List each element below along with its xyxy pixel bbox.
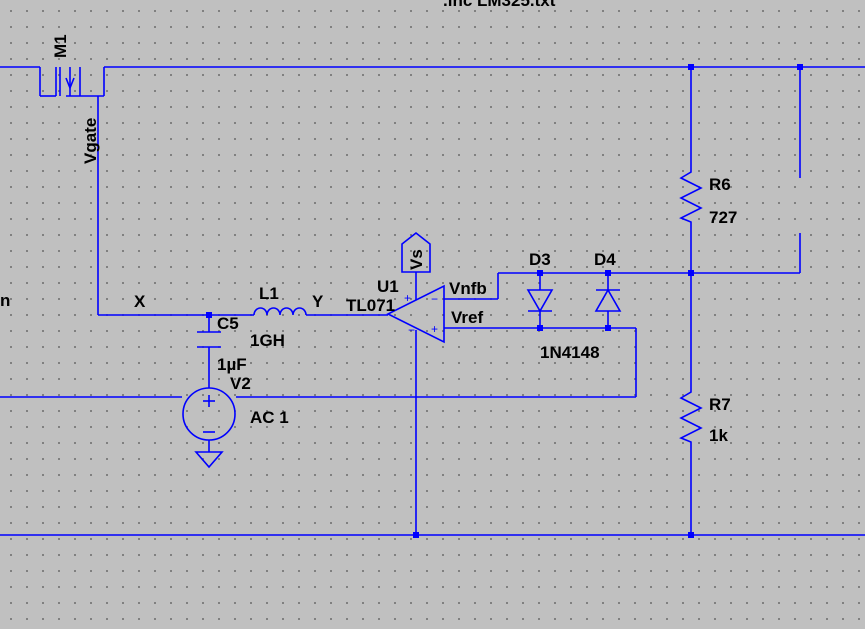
junction-dot bbox=[688, 532, 694, 538]
r6-ref: R6 bbox=[709, 175, 731, 194]
resistor-r7[interactable]: R7 1k bbox=[679, 388, 731, 448]
junction-dot bbox=[413, 532, 419, 538]
opamp-u1[interactable]: + − + − U1 TL071 bbox=[346, 277, 445, 344]
opamp-minus-top: − bbox=[431, 292, 438, 306]
net-label-vgate: Vgate bbox=[81, 118, 100, 164]
v2-ref: V2 bbox=[230, 374, 251, 393]
junction-dot bbox=[206, 312, 212, 318]
r7-value: 1k bbox=[709, 426, 728, 445]
diode-d4[interactable]: D4 bbox=[594, 250, 622, 312]
net-label-vref: Vref bbox=[451, 308, 483, 327]
l1-ref: L1 bbox=[259, 284, 279, 303]
r6-value: 727 bbox=[709, 208, 737, 227]
m1-ref: M1 bbox=[51, 34, 70, 58]
v2-value: AC 1 bbox=[250, 408, 289, 427]
opamp-plus-top: + bbox=[404, 291, 411, 305]
spice-directive[interactable]: .inc LM325.txt bbox=[443, 0, 556, 10]
net-label-vs: Vs bbox=[407, 249, 426, 270]
junction-dot bbox=[797, 64, 803, 70]
diode-d3[interactable]: D3 bbox=[526, 250, 554, 313]
c5-ref: C5 bbox=[217, 314, 239, 333]
junction-dot bbox=[537, 325, 543, 331]
resistor-r6[interactable]: R6 727 bbox=[679, 168, 737, 228]
opamp-plus-bottom: + bbox=[431, 322, 438, 336]
junction-dot bbox=[605, 270, 611, 276]
capacitor-c5[interactable]: C5 1µF bbox=[197, 314, 247, 374]
mosfet-m1[interactable]: M1 bbox=[39, 34, 105, 106]
d4-ref: D4 bbox=[594, 250, 616, 269]
inductor-l1[interactable]: L1 1GH bbox=[250, 284, 307, 350]
junctions bbox=[206, 64, 803, 538]
junction-dot bbox=[605, 325, 611, 331]
junction-dot bbox=[688, 64, 694, 70]
l1-value: 1GH bbox=[250, 331, 285, 350]
wires[interactable] bbox=[0, 66, 865, 536]
net-label-x: X bbox=[134, 292, 146, 311]
r7-ref: R7 bbox=[709, 395, 731, 414]
u1-value: TL071 bbox=[346, 296, 395, 315]
u1-ref: U1 bbox=[377, 277, 399, 296]
net-label-vnfb: Vnfb bbox=[449, 279, 487, 298]
opamp-minus-bottom: − bbox=[408, 323, 415, 337]
offpage-net-label: n bbox=[0, 291, 10, 310]
junction-dot bbox=[688, 270, 694, 276]
net-label-y: Y bbox=[312, 292, 324, 311]
diode-model-label: 1N4148 bbox=[540, 343, 600, 362]
ac-source-icon bbox=[182, 387, 236, 441]
c5-value: 1µF bbox=[217, 355, 247, 374]
d3-ref: D3 bbox=[529, 250, 551, 269]
junction-dot bbox=[537, 270, 543, 276]
voltage-source-v2[interactable]: V2 AC 1 bbox=[182, 374, 289, 441]
ground-icon bbox=[194, 451, 224, 469]
net-flag-vs[interactable]: Vs bbox=[401, 231, 431, 273]
